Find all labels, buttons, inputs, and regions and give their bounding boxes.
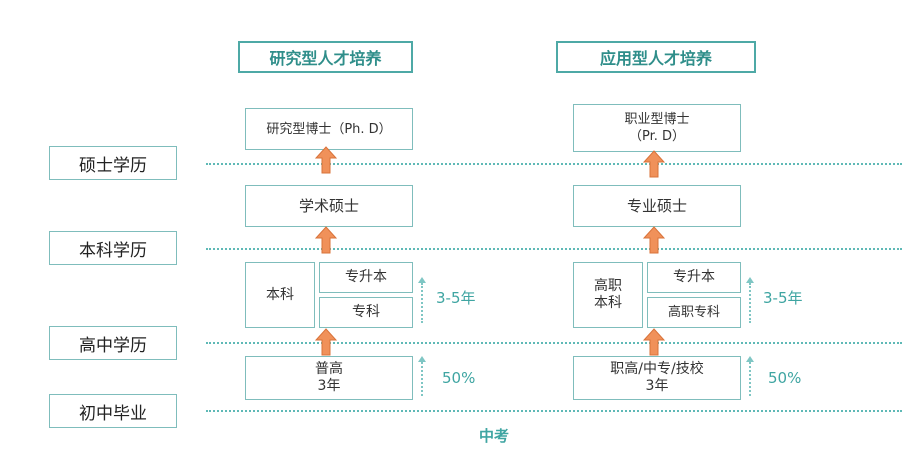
level-junior: 初中毕业 (49, 394, 177, 428)
level-highschool: 高中学历 (49, 326, 177, 360)
research-associate-box: 专科 (319, 297, 413, 328)
level-master: 硕士学历 (49, 146, 177, 180)
divider-bachelor (206, 248, 902, 250)
research-highschool-box: 普高 3年 (245, 356, 413, 400)
applied-rate-arrow-tip (746, 356, 754, 362)
divider-highschool (206, 342, 902, 344)
applied-upgrade-duration: 3-5年 (763, 289, 803, 307)
applied-associate-box: 高职专科 (647, 297, 741, 328)
applied-track-title: 应用型人才培养 (556, 41, 756, 73)
applied-master-box: 专业硕士 (573, 185, 741, 227)
applied-highschool-box: 职高/中专/技校 3年 (573, 356, 741, 400)
research-arrow-to-associate (315, 328, 337, 356)
applied-arrow-to-associate (643, 328, 665, 356)
research-rate-arrow (421, 362, 423, 396)
divider-master (206, 163, 902, 165)
applied-highschool-rate: 50% (768, 369, 802, 387)
applied-duration-arrow (749, 283, 751, 323)
applied-arrow-to-master (643, 226, 665, 254)
applied-bachelor-box: 高职 本科 (573, 262, 643, 328)
footer-label: 中考 (479, 427, 510, 445)
applied-upgrade-box: 专升本 (647, 262, 741, 293)
applied-doctor-box: 职业型博士 （Pr. D） (573, 104, 741, 152)
research-track-title: 研究型人才培养 (238, 41, 413, 73)
research-doctor-box: 研究型博士（Ph. D） (245, 108, 413, 150)
applied-rate-arrow (749, 362, 751, 396)
research-upgrade-box: 专升本 (319, 262, 413, 293)
applied-duration-arrow-tip (746, 277, 754, 283)
research-duration-arrow (421, 283, 423, 323)
applied-arrow-to-doctor (643, 150, 665, 178)
research-bachelor-box: 本科 (245, 262, 315, 328)
research-master-box: 学术硕士 (245, 185, 413, 227)
level-bachelor: 本科学历 (49, 231, 177, 265)
research-upgrade-duration: 3-5年 (436, 289, 476, 307)
research-highschool-rate: 50% (442, 369, 476, 387)
research-rate-arrow-tip (418, 356, 426, 362)
divider-junior (206, 410, 902, 412)
research-duration-arrow-tip (418, 277, 426, 283)
research-arrow-to-doctor (315, 146, 337, 174)
research-arrow-to-master (315, 226, 337, 254)
